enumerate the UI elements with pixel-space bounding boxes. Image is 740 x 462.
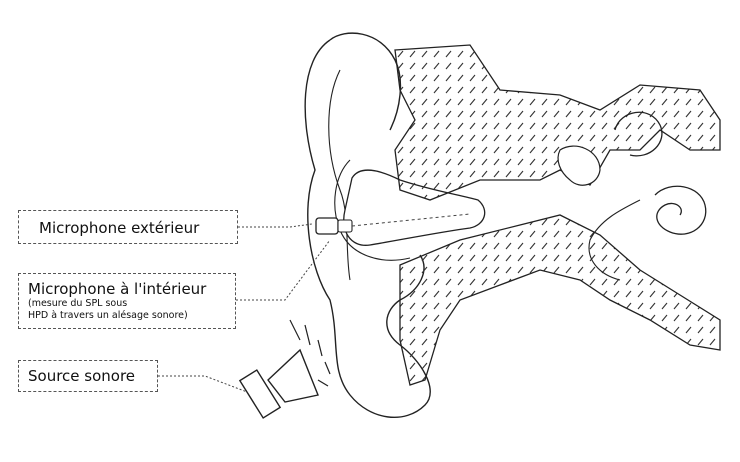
temporal-bone-lower	[399, 214, 721, 386]
exterior-microphone-device	[315, 213, 471, 235]
sound-source-text: Source sonore	[28, 367, 136, 385]
interior-note-line1: (mesure du SPL sous	[28, 298, 128, 309]
ossicles	[557, 145, 601, 186]
helix-outline	[329, 32, 402, 131]
interior-microphone-text: Microphone à l'intérieur	[28, 280, 207, 298]
temporal-bone-upper	[394, 44, 721, 201]
sound-source-speaker	[238, 319, 331, 419]
interior-note-line2: HPD à travers un alésage sonore)	[28, 310, 188, 321]
label-sound-source: Source sonore	[18, 360, 158, 392]
semicircular-canal	[614, 111, 663, 157]
exterior-microphone-text: Microphone extérieur	[39, 219, 200, 237]
eustachian-tube	[588, 199, 641, 281]
label-exterior-microphone: Microphone extérieur	[18, 210, 238, 244]
antihelix	[328, 69, 351, 281]
leader-interior	[236, 239, 331, 301]
leader-source	[158, 375, 256, 396]
cochlea	[654, 185, 707, 235]
label-interior-microphone: Microphone à l'intérieur (mesure du SPL …	[18, 273, 236, 329]
leader-exterior	[238, 223, 313, 228]
pinna-outline	[304, 39, 431, 419]
